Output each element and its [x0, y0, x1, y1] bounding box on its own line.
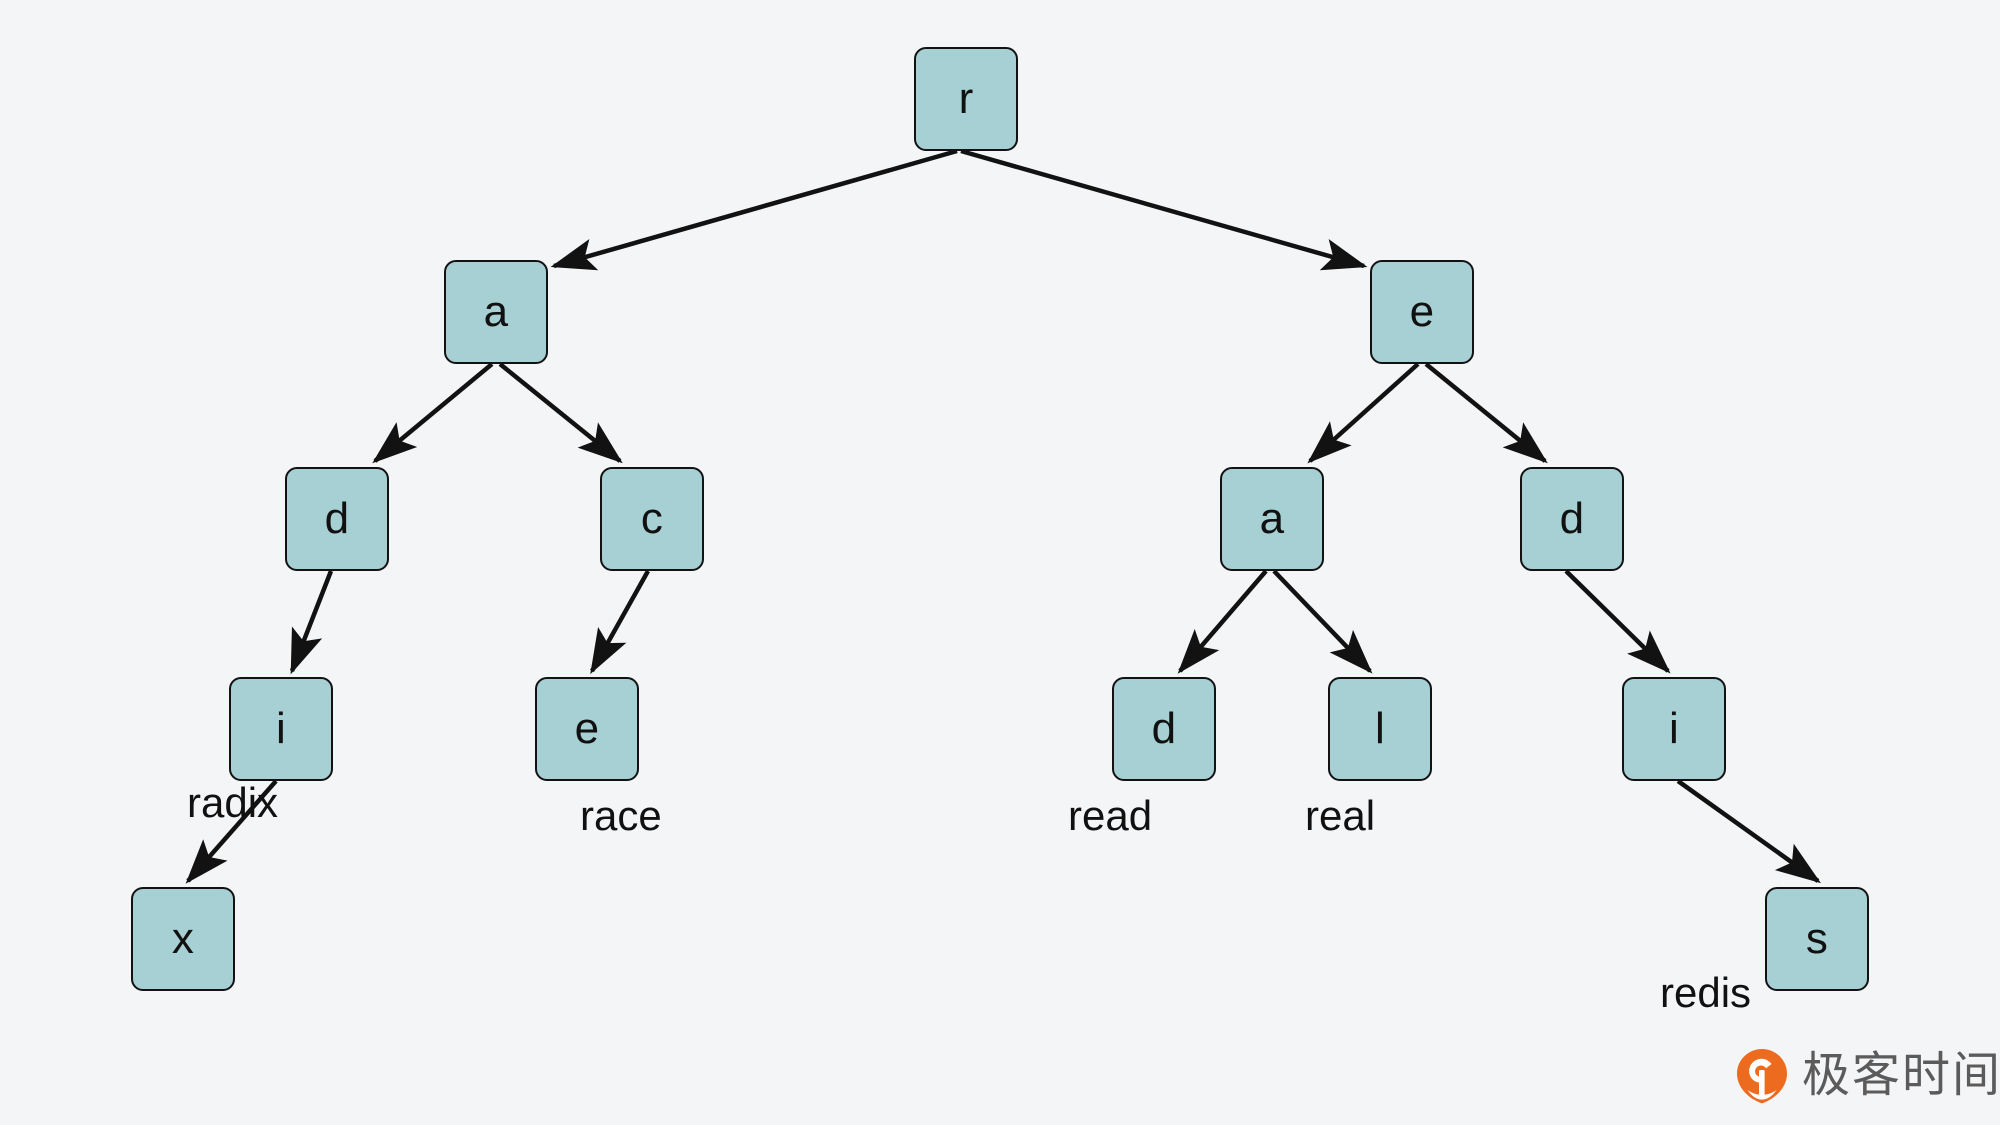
- tree-node[interactable]: d: [285, 467, 389, 571]
- tree-edge: [1424, 362, 1548, 464]
- tree-node[interactable]: a: [1220, 467, 1324, 571]
- tree-node[interactable]: e: [535, 677, 639, 781]
- tree-edge: [590, 569, 650, 675]
- tree-edge: [1564, 569, 1671, 674]
- tree-edge: [1307, 362, 1420, 464]
- tree-node[interactable]: i: [1622, 677, 1726, 781]
- tree-node[interactable]: l: [1328, 677, 1432, 781]
- tree-node[interactable]: d: [1520, 467, 1624, 571]
- tree-node[interactable]: c: [600, 467, 704, 571]
- tree-node-label: x: [171, 914, 195, 963]
- tree-node-label: c: [640, 494, 664, 543]
- tree-node-label: i: [276, 704, 286, 753]
- tree-node[interactable]: r: [914, 47, 1018, 151]
- tree-edge: [1676, 779, 1821, 884]
- word-label: radix: [187, 779, 279, 826]
- tree-node-label: d: [324, 494, 350, 543]
- tree-node-label: i: [1669, 704, 1679, 753]
- tree-edge: [1177, 569, 1268, 674]
- word-label: read: [1068, 792, 1153, 839]
- tree-node-label: a: [483, 287, 509, 336]
- watermark-text: 极客时间: [1802, 1049, 2000, 1102]
- tree-node-label: e: [1409, 287, 1435, 336]
- tree-edge: [550, 148, 958, 271]
- tree-node-label: a: [1259, 494, 1285, 543]
- tree-node[interactable]: a: [444, 260, 548, 364]
- tree-node[interactable]: s: [1765, 887, 1869, 991]
- tree-node-label: e: [574, 704, 600, 753]
- tree-node-label: d: [1559, 494, 1585, 543]
- tree-node[interactable]: e: [1370, 260, 1474, 364]
- tree-node[interactable]: d: [1112, 677, 1216, 781]
- watermark: 极客时间: [1736, 1048, 2000, 1104]
- word-label: real: [1305, 792, 1376, 839]
- tree-edge: [289, 570, 334, 675]
- geektime-logo-icon: [1736, 1048, 1788, 1104]
- tree-node-label: r: [958, 74, 974, 123]
- tree-node-label: d: [1151, 704, 1177, 753]
- tree-edge: [960, 148, 1368, 271]
- word-label: redis: [1660, 969, 1752, 1016]
- tree-node[interactable]: i: [229, 677, 333, 781]
- tree-edge: [1272, 569, 1373, 674]
- tree-edge: [372, 362, 494, 464]
- tree-node[interactable]: x: [131, 887, 235, 991]
- tree-node-label: l: [1375, 704, 1385, 753]
- tree-node-label: s: [1805, 914, 1829, 963]
- tree-edge: [498, 362, 623, 464]
- word-label: race: [580, 792, 662, 839]
